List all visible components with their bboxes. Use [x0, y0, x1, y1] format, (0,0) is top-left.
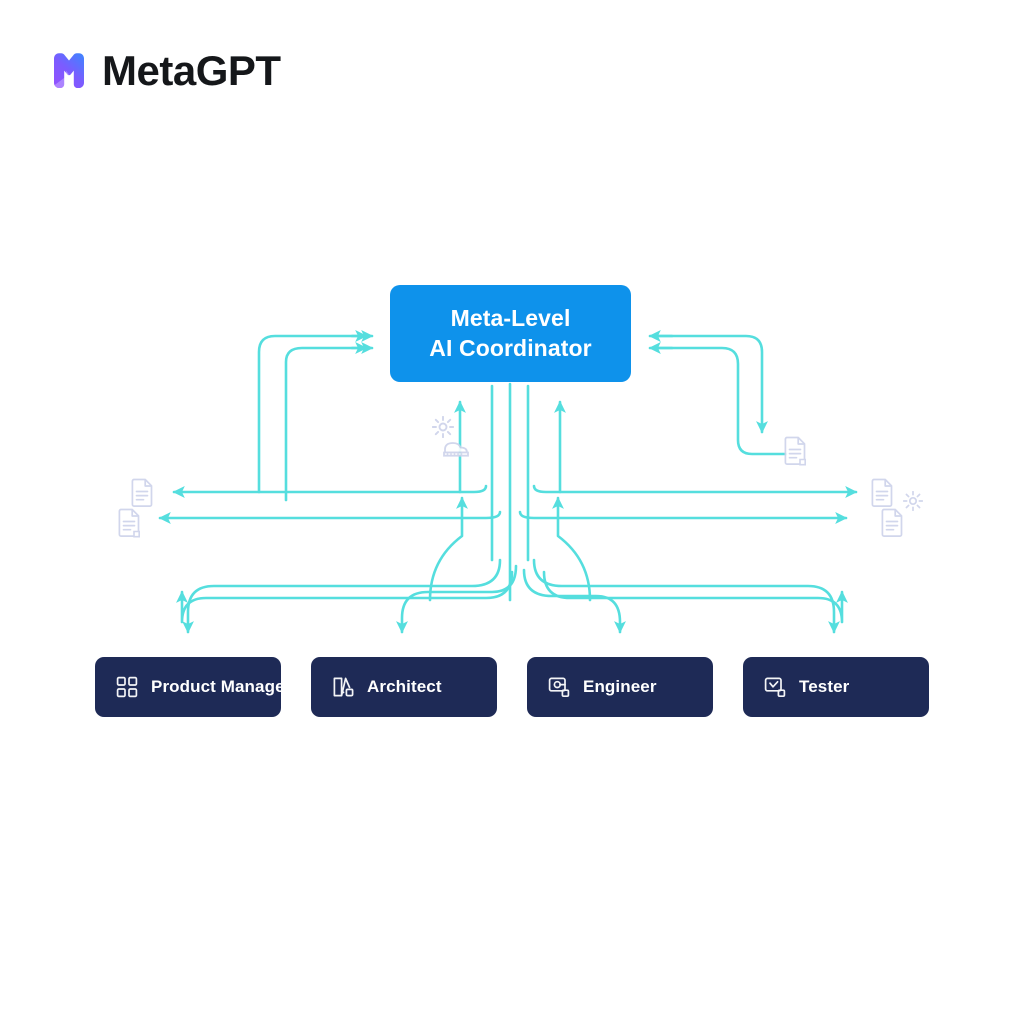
document-icon	[118, 508, 140, 538]
flow-down-tester-2	[542, 570, 848, 624]
code-window-icon	[548, 677, 570, 698]
brand-header: MetaGPT	[50, 50, 281, 92]
flow-in-up-right	[552, 496, 592, 602]
flow-out-right-doc-1	[532, 484, 858, 498]
flow-out-left-doc-1	[172, 484, 488, 498]
flow-out-right-doc-2	[518, 510, 848, 524]
gear-icon	[432, 416, 454, 438]
role-node-product-manager[interactable]: Product Manager	[95, 657, 291, 717]
document-icon	[881, 508, 903, 537]
role-node-architect[interactable]: Architect	[311, 657, 497, 717]
role-label: Engineer	[583, 677, 657, 696]
coordinator-title-line-1: Meta-Level	[450, 304, 571, 331]
flow-left-inbound-1	[257, 330, 368, 494]
flow-down-pm-1	[182, 558, 502, 634]
flow-right-outbound-1	[653, 334, 768, 434]
checklist-box-icon	[764, 677, 786, 698]
flow-down-architect	[396, 564, 518, 634]
blueprint-shape-icon	[333, 677, 354, 697]
flow-left-inbound-2	[284, 342, 368, 502]
flow-right-outbound-2	[653, 346, 788, 456]
role-label: Tester	[799, 677, 850, 696]
role-node-engineer[interactable]: Engineer	[527, 657, 713, 717]
document-icon	[871, 478, 893, 507]
flow-out-left-doc-2	[158, 510, 502, 524]
server-rack-icon	[443, 442, 469, 457]
document-icon	[131, 478, 153, 507]
meta-level-ai-coordinator-node[interactable]: Meta-Level AI Coordinator	[390, 285, 631, 382]
flow-down-pm-2	[176, 570, 514, 624]
coordinator-title-line-2: AI Coordinator	[429, 334, 592, 361]
gear-icon	[903, 491, 923, 511]
grid-squares-icon	[116, 676, 138, 698]
role-node-tester[interactable]: Tester	[743, 657, 929, 717]
role-label: Architect	[367, 677, 442, 696]
brand-name: MetaGPT	[102, 47, 281, 94]
document-icon	[784, 436, 806, 466]
flow-down-engineer	[522, 568, 626, 634]
metagpt-m-logo-icon	[54, 53, 84, 88]
role-label: Product Manager	[151, 677, 292, 696]
